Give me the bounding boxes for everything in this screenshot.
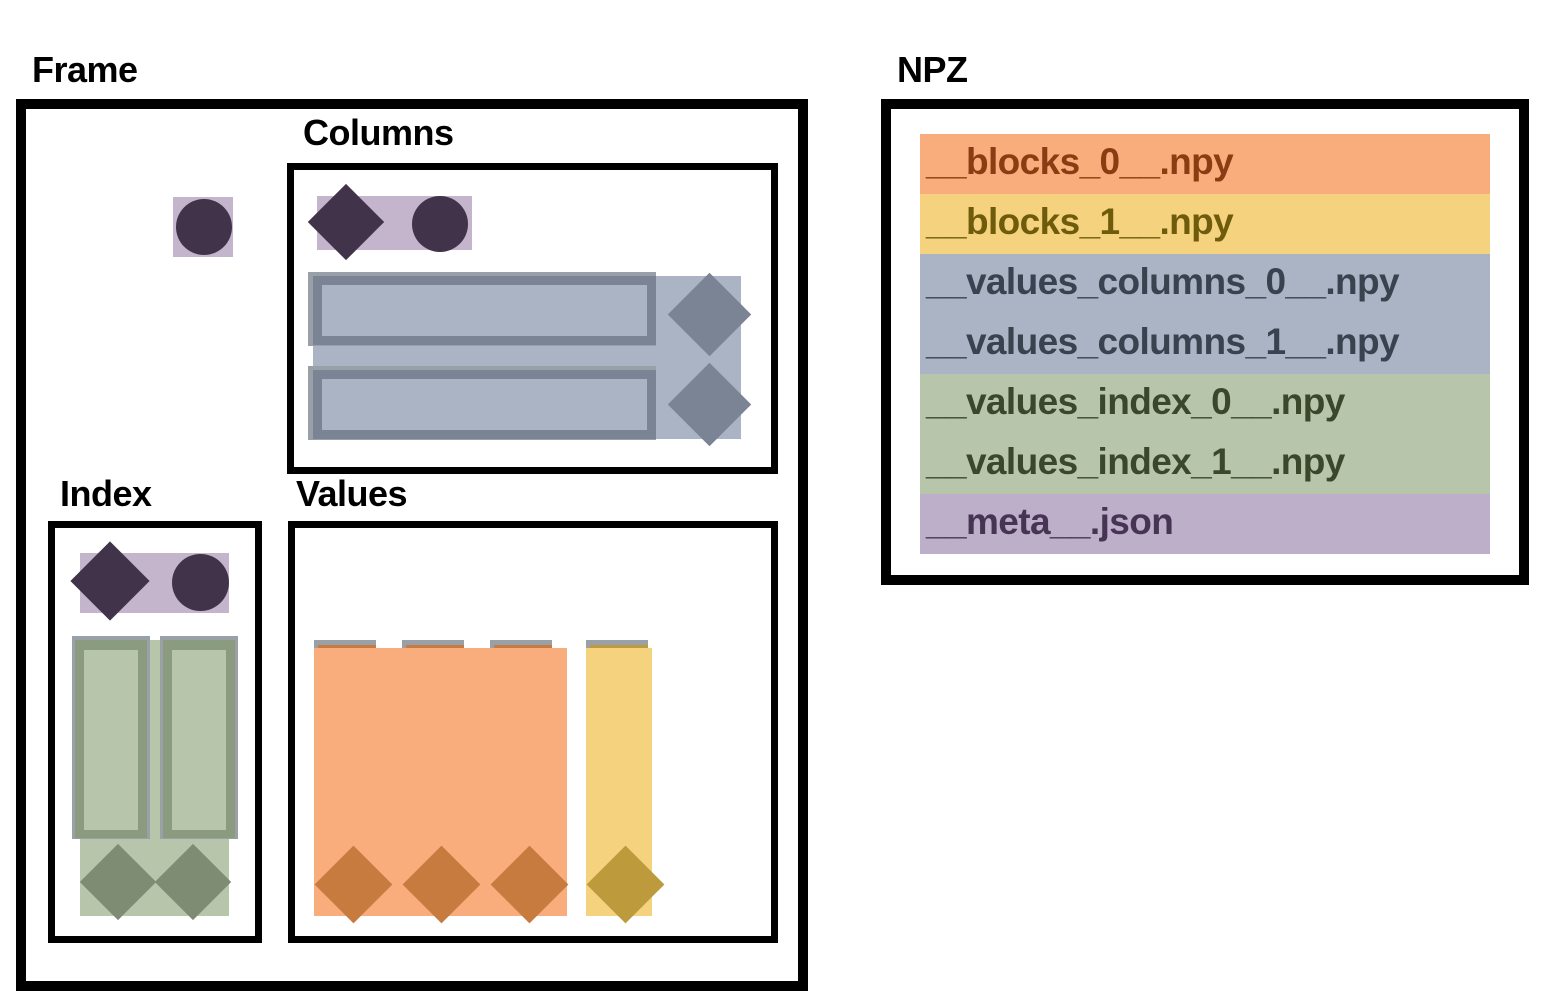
columns-title: Columns	[303, 112, 454, 153]
values-bar-inner-1	[326, 652, 369, 824]
npz-file-row[interactable]: __values_columns_1__.npy	[920, 314, 1490, 374]
index-header-circle-icon	[172, 554, 229, 611]
columns-bar-inner-1	[322, 285, 647, 336]
columns-bar-inner-2	[322, 379, 647, 430]
values-bar-inner-4	[598, 652, 641, 824]
columns-header-circle-icon	[412, 196, 468, 252]
npz-file-row[interactable]: __blocks_0__.npy	[920, 134, 1490, 194]
npz-file-name: __values_index_0__.npy	[926, 380, 1345, 422]
npz-file-name: __blocks_0__.npy	[926, 140, 1234, 182]
npz-file-row[interactable]: __blocks_1__.npy	[920, 194, 1490, 254]
npz-file-row[interactable]: __values_columns_0__.npy	[920, 254, 1490, 314]
npz-file-name: __blocks_1__.npy	[926, 200, 1234, 242]
index-bar-inner-1	[84, 650, 138, 830]
npz-file-name: __meta__.json	[926, 500, 1174, 542]
values-bar-inner-3	[502, 652, 545, 824]
frame-title: Frame	[32, 49, 138, 90]
npz-title: NPZ	[897, 49, 968, 90]
frame-marker-circle-icon	[176, 199, 232, 255]
npz-file-row[interactable]: __meta__.json	[920, 494, 1490, 554]
npz-file-name: __values_columns_0__.npy	[926, 260, 1400, 302]
values-title: Values	[296, 473, 408, 514]
index-bar-inner-2	[172, 650, 226, 830]
npz-file-name: __values_index_1__.npy	[926, 440, 1345, 482]
values-bar-inner-2	[414, 652, 457, 824]
npz-file-list: __blocks_0__.npy __blocks_1__.npy __values…	[920, 134, 1490, 554]
npz-file-row[interactable]: __values_index_1__.npy	[920, 434, 1490, 494]
index-title: Index	[60, 473, 152, 514]
npz-file-row[interactable]: __values_index_0__.npy	[920, 374, 1490, 434]
npz-file-name: __values_columns_1__.npy	[926, 320, 1400, 362]
